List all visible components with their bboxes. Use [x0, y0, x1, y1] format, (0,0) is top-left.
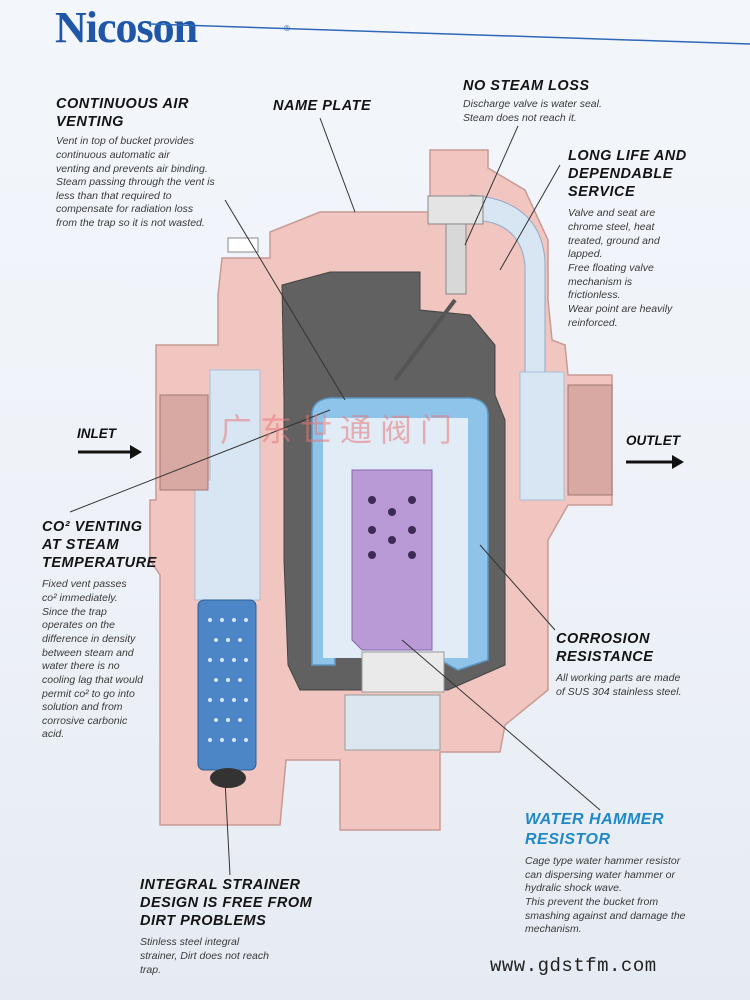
title-line: DIRT PROBLEMS [140, 912, 312, 930]
inlet-arrow-head [130, 445, 142, 459]
outlet-arrow-head [672, 455, 684, 469]
callout-long-life: LONG LIFE AND DEPENDABLE SERVICE Valve a… [568, 147, 687, 330]
callout-no-steam-loss: NO STEAM LOSS Discharge valve is water s… [463, 77, 602, 125]
body-line: compensate for radiation loss [56, 203, 215, 217]
title-line: WATER HAMMER [525, 810, 686, 830]
body-line: co² immediately. [42, 592, 157, 606]
valve-seat [428, 196, 483, 224]
title-line: DESIGN IS FREE FROM [140, 894, 312, 912]
body-line: Valve and seat are [568, 207, 687, 221]
title-line: RESISTOR [525, 830, 686, 850]
body-line: All working parts are made [556, 672, 681, 686]
outlet-label: OUTLET [626, 433, 680, 448]
body-line: between steam and [42, 647, 157, 661]
body-line: can dispersing water hammer or [525, 869, 686, 883]
body-line: frictionless. [568, 289, 687, 303]
body-line: Cage type water hammer resistor [525, 855, 686, 869]
body-line: cooling lag that would [42, 674, 157, 688]
body-line: This prevent the bucket from [525, 896, 686, 910]
title-line: TEMPERATURE [42, 554, 157, 572]
water-hammer-resistor [352, 470, 432, 650]
body-line: Discharge valve is water seal. [463, 98, 602, 112]
body-line: reinforced. [568, 317, 687, 331]
body-line: water there is no [42, 660, 157, 674]
strainer [198, 600, 256, 770]
outlet-channel [520, 372, 564, 500]
outlet-thread [568, 385, 612, 495]
callout-integral-strainer: INTEGRAL STRAINER DESIGN IS FREE FROM DI… [140, 876, 312, 977]
body-line: Steam does not reach it. [463, 112, 602, 126]
body-line: continuous automatic air [56, 149, 215, 163]
body-line: lapped. [568, 248, 687, 262]
callout-water-hammer: WATER HAMMER RESISTOR Cage type water ha… [525, 810, 686, 937]
title-line: CO² VENTING [42, 518, 157, 536]
body-line: permit co² to go into [42, 688, 157, 702]
body-line: from the trap so it is not wasted. [56, 217, 215, 231]
callout-co2-venting: CO² VENTING AT STEAM TEMPERATURE Fixed v… [42, 518, 157, 742]
header-rule [150, 24, 750, 44]
callout-name-plate: NAME PLATE [273, 97, 371, 115]
body-line: Fixed vent passes [42, 578, 157, 592]
body-line: Since the trap [42, 606, 157, 620]
body-line: hydralic shock wave. [525, 882, 686, 896]
drain-plug [345, 695, 440, 750]
body-line: chrome steel, heat [568, 221, 687, 235]
body-line: Steam passing through the vent is [56, 176, 215, 190]
body-line: mechanism is [568, 276, 687, 290]
title-line: RESISTANCE [556, 648, 681, 666]
body-line: mechanism. [525, 923, 686, 937]
watermark: 广东世通阀门 [220, 405, 460, 451]
title-line: CORROSION [556, 630, 681, 648]
callout-corrosion-resistance: CORROSION RESISTANCE All working parts a… [556, 630, 681, 700]
title-line: NAME PLATE [273, 97, 371, 115]
title-line: INTEGRAL STRAINER [140, 876, 312, 894]
title-line: CONTINUOUS AIR [56, 95, 215, 113]
body-line: corrosive carbonic [42, 715, 157, 729]
body-line: difference in density [42, 633, 157, 647]
body-line: Stinless steel integral [140, 936, 312, 950]
body-line: trap. [140, 964, 312, 978]
body-line: Vent in top of bucket provides [56, 135, 215, 149]
valve-stem [446, 224, 466, 294]
inlet-thread [160, 395, 208, 490]
vent-cap [228, 238, 258, 252]
body-line: operates on the [42, 619, 157, 633]
title-line: LONG LIFE AND [568, 147, 687, 165]
body-line: treated, ground and [568, 235, 687, 249]
inlet-label: INLET [77, 426, 116, 441]
strainer-plug [210, 768, 246, 788]
body-line: acid. [42, 728, 157, 742]
body-line: smashing against and damage the [525, 910, 686, 924]
title-line: DEPENDABLE [568, 165, 687, 183]
body-line: solution and from [42, 701, 157, 715]
body-line: less than that required to [56, 190, 215, 204]
body-line: of SUS 304 stainless steel. [556, 686, 681, 700]
title-line: NO STEAM LOSS [463, 77, 602, 95]
title-line: AT STEAM [42, 536, 157, 554]
body-line: Wear point are heavily [568, 303, 687, 317]
bottom-ring [362, 652, 444, 692]
title-line: SERVICE [568, 183, 687, 201]
title-line: VENTING [56, 113, 215, 131]
body-line: venting and prevents air binding. [56, 163, 215, 177]
footer-url: www.gdstfm.com [490, 955, 657, 977]
body-line: Free floating valve [568, 262, 687, 276]
body-line: strainer, Dirt does not reach [140, 950, 312, 964]
